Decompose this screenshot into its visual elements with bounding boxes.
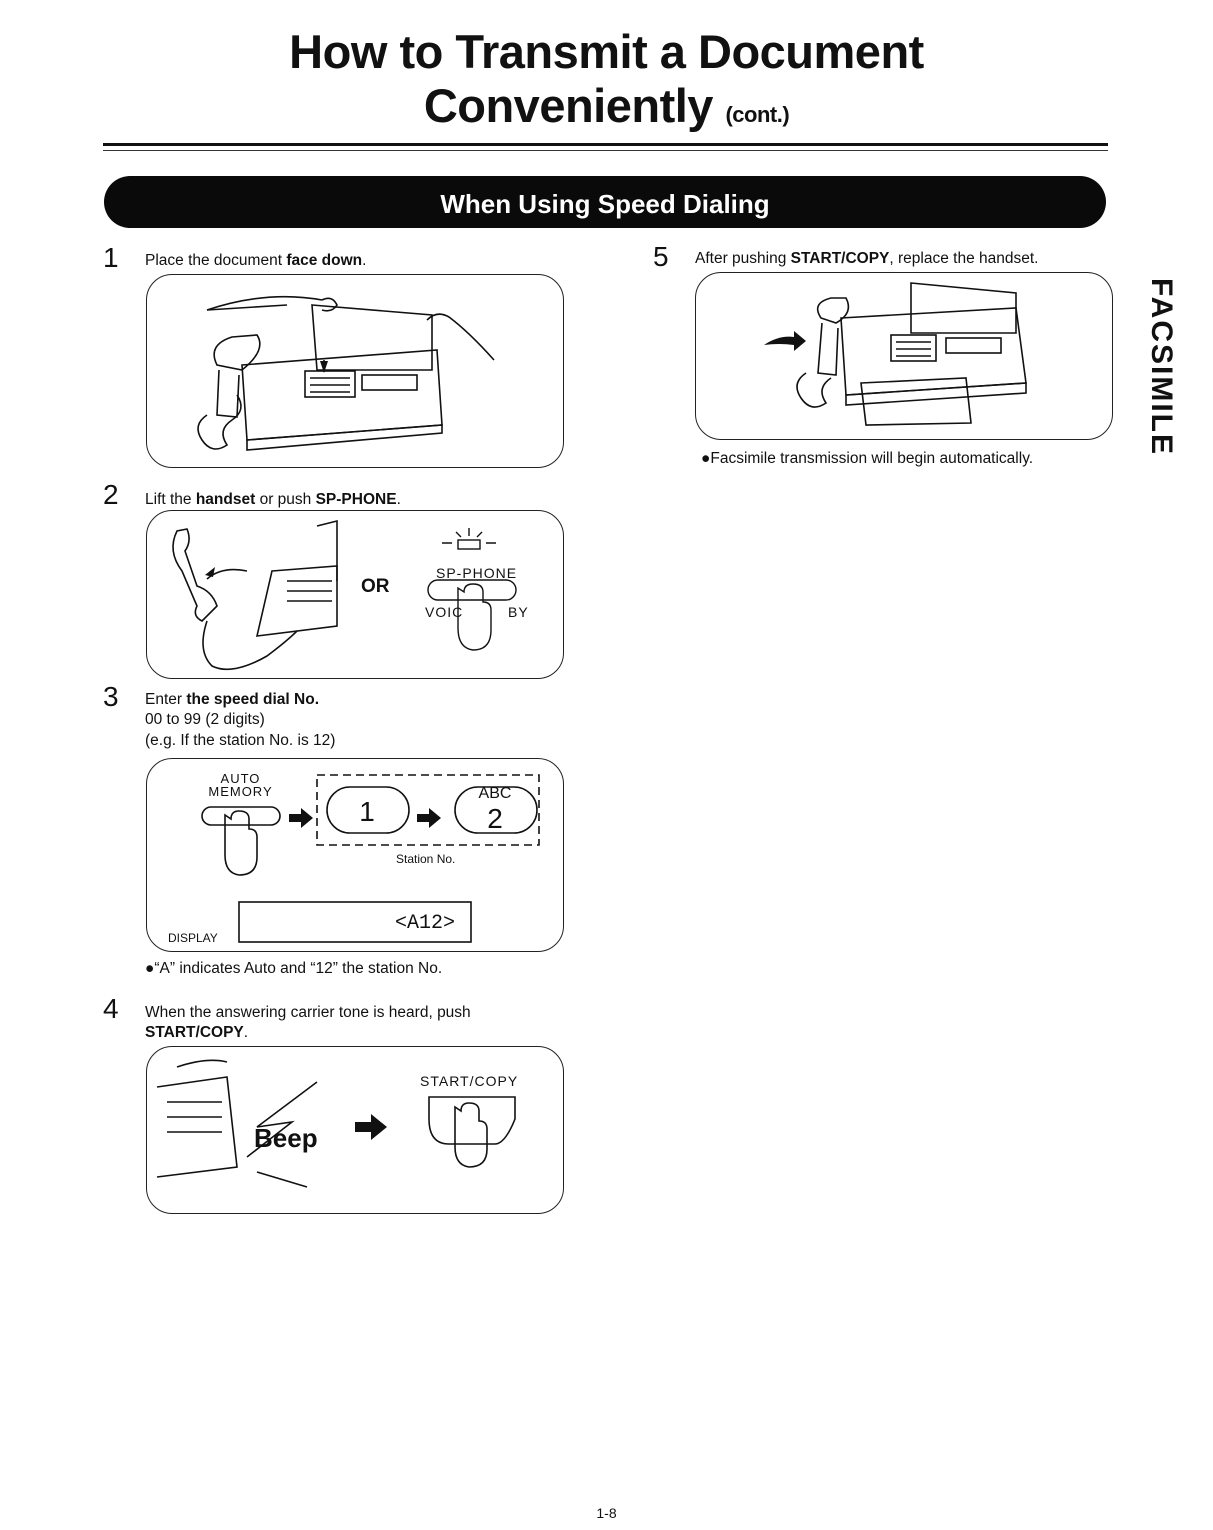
replace-handset-illustration xyxy=(764,282,1027,426)
sp-phone-lamp-icon xyxy=(427,528,517,651)
side-tab-label: FACSIMILE xyxy=(1145,278,1178,457)
step-3-text: Enter the speed dial No. xyxy=(145,690,319,710)
speed-dial-keys-illustration xyxy=(201,774,540,943)
header-rule-thin xyxy=(103,150,1108,151)
voice-standby-label-left: VOIC xyxy=(425,604,464,620)
step-5-number: 5 xyxy=(653,241,669,272)
step-3-note: ●“A” indicates Auto and “12” the station… xyxy=(145,960,443,977)
display-label: DISPLAY xyxy=(168,931,218,945)
step-1-text-plain: Place the document xyxy=(145,252,287,269)
page-title-word: Conveniently xyxy=(423,79,714,132)
step-2-text-bold2: SP-PHONE xyxy=(315,491,397,508)
step-4-number: 4 xyxy=(103,993,119,1024)
page-title: How to Transmit a Document xyxy=(289,25,924,78)
step-4-line2-bold: START/COPY xyxy=(145,1024,244,1041)
section-banner: When Using Speed Dialing xyxy=(104,176,1106,228)
step-5-note: ●Facsimile transmission will begin autom… xyxy=(701,450,1034,467)
step-3-line3: (e.g. If the station No. is 12) xyxy=(145,732,336,749)
step-3-text-plain: Enter xyxy=(145,691,187,708)
step-3-text-bold: the speed dial No. xyxy=(186,691,319,708)
step-1-text: Place the document face down. xyxy=(145,251,366,271)
step-5-text-plain: After pushing xyxy=(695,250,791,267)
step-3-line2: 00 to 99 (2 digits) xyxy=(145,711,265,728)
step-4-line2: START/COPY. xyxy=(145,1023,248,1043)
figure-speed-dial xyxy=(146,758,564,952)
auto-memory-label: AUTO MEMORY xyxy=(208,771,273,799)
step-2-text-tail: . xyxy=(396,491,401,508)
step-2-number: 2 xyxy=(103,479,119,510)
step-2-text: Lift the handset or push SP-PHONE. xyxy=(145,490,401,510)
page-number: 1-8 xyxy=(596,1505,617,1521)
handset-illustration xyxy=(172,519,338,671)
title-cont-label: (cont.) xyxy=(725,102,790,127)
step-2-text-bold1: handset xyxy=(195,491,256,508)
header-rule xyxy=(103,143,1108,146)
step-2-text-plain1: Lift the xyxy=(145,491,196,508)
page-title-line2: Conveniently (cont.) xyxy=(0,81,1213,140)
step-2-text-plain2: or push xyxy=(255,491,316,508)
figure-replace-handset xyxy=(695,272,1113,440)
key-2-letters: ABC xyxy=(478,785,512,802)
start-copy-button-label: START/COPY xyxy=(420,1073,519,1089)
step-3-number: 3 xyxy=(103,681,119,712)
step-5-text: After pushing START/COPY, replace the ha… xyxy=(695,249,1038,269)
fax-document-illustration xyxy=(197,295,495,451)
key-1-label: 1 xyxy=(359,796,375,827)
station-no-label: Station No. xyxy=(396,852,456,866)
sp-phone-button-label: SP-PHONE xyxy=(436,565,518,581)
beep-label: Beep xyxy=(254,1123,318,1153)
step-4-line1: When the answering carrier tone is heard… xyxy=(145,1004,471,1021)
step-1-text-tail: . xyxy=(362,252,367,269)
step-4-line2-tail: . xyxy=(243,1024,249,1041)
step-1-text-bold: face down xyxy=(286,252,363,269)
figure-start-copy xyxy=(146,1046,564,1214)
display-value: <A12> xyxy=(395,912,456,935)
sp-phone-button-figure xyxy=(418,518,528,658)
start-copy-illustration xyxy=(156,1059,516,1188)
figure-place-document xyxy=(146,274,564,468)
or-label: OR xyxy=(361,576,390,597)
step-5-text-bold: START/COPY xyxy=(790,250,890,267)
figure-lift-handset xyxy=(146,510,564,679)
voice-standby-label-right: BY xyxy=(508,604,529,620)
step-5-text-tail: , replace the handset. xyxy=(889,250,1039,267)
step-1-number: 1 xyxy=(103,242,119,273)
key-2-label: 2 xyxy=(487,803,503,834)
